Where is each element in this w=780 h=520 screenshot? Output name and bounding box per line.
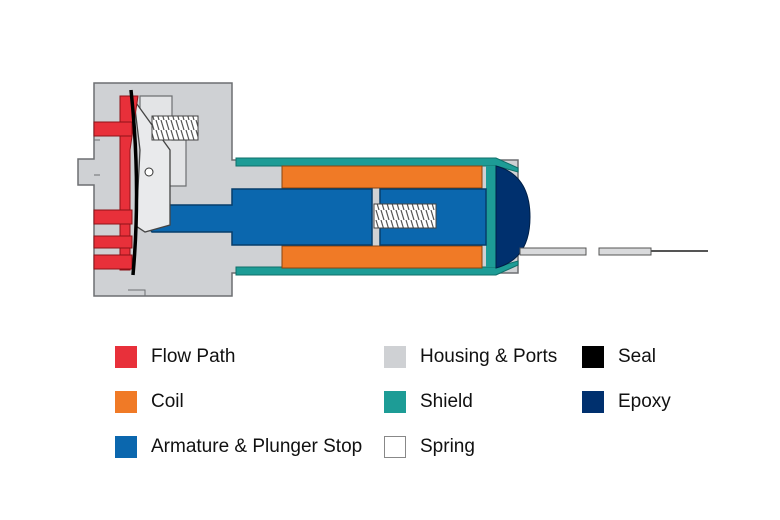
- plunger-spring: [373, 203, 437, 229]
- legend-swatch-armature: [115, 436, 137, 458]
- legend-item-seal: Seal: [582, 343, 656, 371]
- flow-port-bottom: [93, 254, 133, 270]
- valve-spring: [151, 115, 199, 141]
- legend-label: Armature & Plunger Stop: [151, 436, 363, 457]
- shield-top: [235, 157, 519, 173]
- legend-swatch-spring: [384, 436, 406, 458]
- legend-label: Housing & Ports: [420, 346, 558, 367]
- legend-label: Shield: [420, 391, 473, 412]
- legend-item-flow-path: Flow Path: [115, 343, 235, 371]
- rocker-arm: [133, 99, 171, 233]
- legend-label: Coil: [151, 391, 184, 412]
- legend-swatch-shield: [384, 391, 406, 413]
- shield-right-band: [486, 166, 496, 267]
- flow-port-middle: [93, 209, 133, 225]
- legend-item-spring: Spring: [384, 433, 475, 461]
- legend-item-shield: Shield: [384, 388, 473, 416]
- pivot-pin: [144, 167, 154, 177]
- legend-item-coil: Coil: [115, 388, 184, 416]
- coil-top: [281, 165, 483, 189]
- legend-item-epoxy: Epoxy: [582, 388, 671, 416]
- legend-label: Epoxy: [618, 391, 671, 412]
- wire-lead-1: [519, 247, 587, 256]
- wire-lead-2: [598, 247, 652, 256]
- coil-bottom: [281, 245, 483, 269]
- epoxy-cap: [495, 165, 531, 269]
- legend-swatch-coil: [115, 391, 137, 413]
- legend-swatch-seal: [582, 346, 604, 368]
- legend-label: Spring: [420, 436, 475, 457]
- flow-port-stub: [93, 235, 133, 249]
- outlet-detail: [128, 289, 146, 296]
- flow-port-top: [93, 121, 133, 137]
- legend-swatch-housing: [384, 346, 406, 368]
- legend-item-housing: Housing & Ports: [384, 343, 557, 371]
- housing-notch: [94, 139, 100, 263]
- legend-swatch-epoxy: [582, 391, 604, 413]
- legend-label: Flow Path: [151, 346, 236, 367]
- legend-item-armature: Armature & Plunger Stop: [115, 433, 362, 461]
- seal: [129, 89, 139, 276]
- legend-label: Seal: [618, 346, 657, 367]
- legend-swatch-flow-path: [115, 346, 137, 368]
